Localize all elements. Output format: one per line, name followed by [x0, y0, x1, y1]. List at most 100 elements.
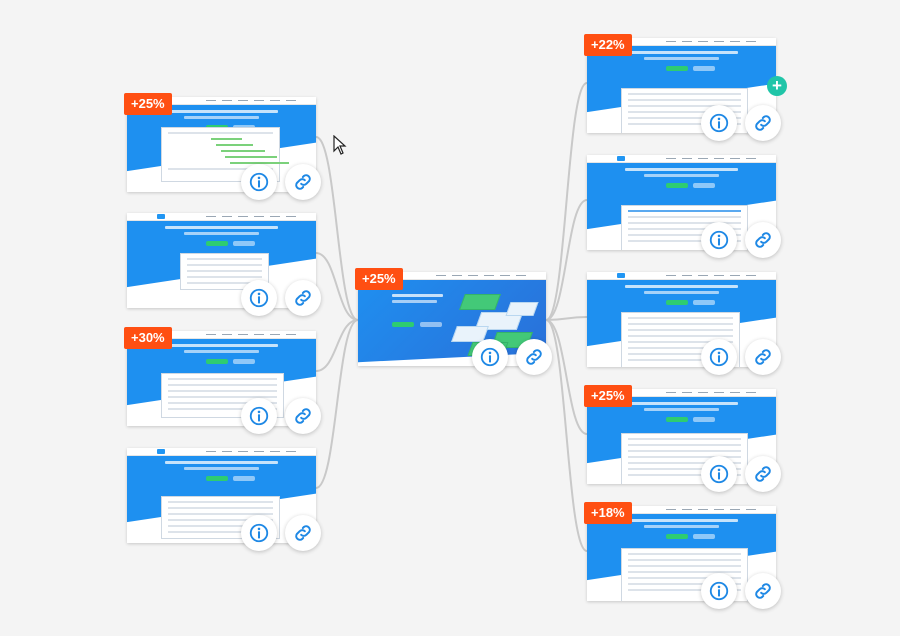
preview-row [186, 264, 262, 266]
preview-row [628, 444, 741, 446]
hero-title [391, 294, 443, 297]
conversion-badge: +25% [584, 385, 632, 407]
hero-subtitle [643, 174, 720, 177]
page-card-right-2[interactable] [587, 155, 776, 250]
preview-row [628, 123, 741, 125]
preview-row [168, 525, 274, 527]
hero-primary-button [666, 300, 689, 305]
link-icon [523, 346, 545, 368]
link-button[interactable] [745, 456, 781, 492]
conversion-badge: +25% [124, 93, 172, 115]
preview-row [628, 323, 734, 325]
site-logo [157, 449, 165, 454]
connector-line [545, 316, 588, 321]
preview-row [628, 347, 734, 349]
link-button[interactable] [516, 339, 552, 375]
connector-line [315, 136, 359, 321]
info-button[interactable] [241, 280, 277, 316]
hero-secondary-button [692, 300, 715, 305]
hero-secondary-button [692, 417, 715, 422]
isometric-tile [505, 302, 539, 316]
preview-row [628, 117, 741, 119]
add-page-button[interactable]: + [767, 76, 787, 96]
site-nav [206, 451, 296, 452]
site-header [587, 272, 776, 280]
hero-secondary-button [420, 322, 443, 327]
link-icon [292, 171, 314, 193]
link-button[interactable] [285, 280, 321, 316]
info-button[interactable] [241, 515, 277, 551]
link-button[interactable] [285, 515, 321, 551]
preview-row [168, 390, 277, 392]
info-button[interactable] [701, 339, 737, 375]
info-button[interactable] [241, 398, 277, 434]
link-button[interactable] [285, 398, 321, 434]
preview-row [628, 93, 741, 95]
preview-row [628, 462, 741, 464]
hero-primary-button [666, 534, 689, 539]
info-button[interactable] [701, 222, 737, 258]
info-button[interactable] [701, 105, 737, 141]
link-button[interactable] [745, 573, 781, 609]
info-button[interactable] [472, 339, 508, 375]
info-icon [708, 229, 730, 251]
info-button[interactable] [701, 456, 737, 492]
preview-row [168, 519, 274, 521]
hero-title [624, 402, 739, 405]
conversion-badge: +22% [584, 34, 632, 56]
preview-row [628, 329, 734, 331]
hero-title [164, 110, 279, 113]
preview-row [628, 565, 741, 567]
connector-line [545, 319, 588, 552]
page-card-left-2[interactable] [127, 213, 316, 308]
site-nav [666, 275, 756, 276]
link-button[interactable] [745, 339, 781, 375]
conversion-badge: +30% [124, 327, 172, 349]
hero-subtitle [183, 350, 260, 353]
preview-row [186, 282, 262, 284]
site-nav [666, 158, 756, 159]
link-icon [292, 522, 314, 544]
preview-row [628, 341, 734, 343]
site-header [127, 213, 316, 221]
hero-secondary-button [232, 359, 255, 364]
info-button[interactable] [701, 573, 737, 609]
preview-row [628, 216, 741, 218]
preview-row [628, 99, 741, 101]
preview-row [628, 577, 741, 579]
info-button[interactable] [241, 164, 277, 200]
site-logo [157, 214, 165, 219]
preview-row [168, 513, 274, 515]
page-card-right-1[interactable] [587, 38, 776, 133]
hero-primary-button [391, 322, 414, 327]
link-icon [752, 346, 774, 368]
info-icon [248, 522, 270, 544]
hero-secondary-button [232, 241, 255, 246]
hero-title [164, 461, 279, 464]
preview-row [168, 378, 277, 380]
site-header [127, 448, 316, 456]
link-button[interactable] [745, 105, 781, 141]
page-card-right-3[interactable] [587, 272, 776, 367]
preview-row [168, 396, 277, 398]
info-icon [248, 171, 270, 193]
link-button[interactable] [285, 164, 321, 200]
hero-subtitle [643, 291, 720, 294]
preview-row [628, 583, 741, 585]
page-card-left-1[interactable] [127, 97, 316, 192]
hero-primary-button [666, 66, 689, 71]
page-card-left-4[interactable] [127, 448, 316, 543]
link-button[interactable] [745, 222, 781, 258]
arrow-cursor-icon [333, 135, 347, 155]
hero-primary-button [666, 417, 689, 422]
hero-primary-button [206, 359, 229, 364]
hero-primary-button [206, 241, 229, 246]
link-icon [752, 112, 774, 134]
info-icon [248, 287, 270, 309]
info-icon [708, 463, 730, 485]
hero-subtitle [643, 408, 720, 411]
preview-row [628, 559, 741, 561]
page-card-right-4[interactable] [587, 389, 776, 484]
info-icon [479, 346, 501, 368]
preview-row [168, 384, 277, 386]
